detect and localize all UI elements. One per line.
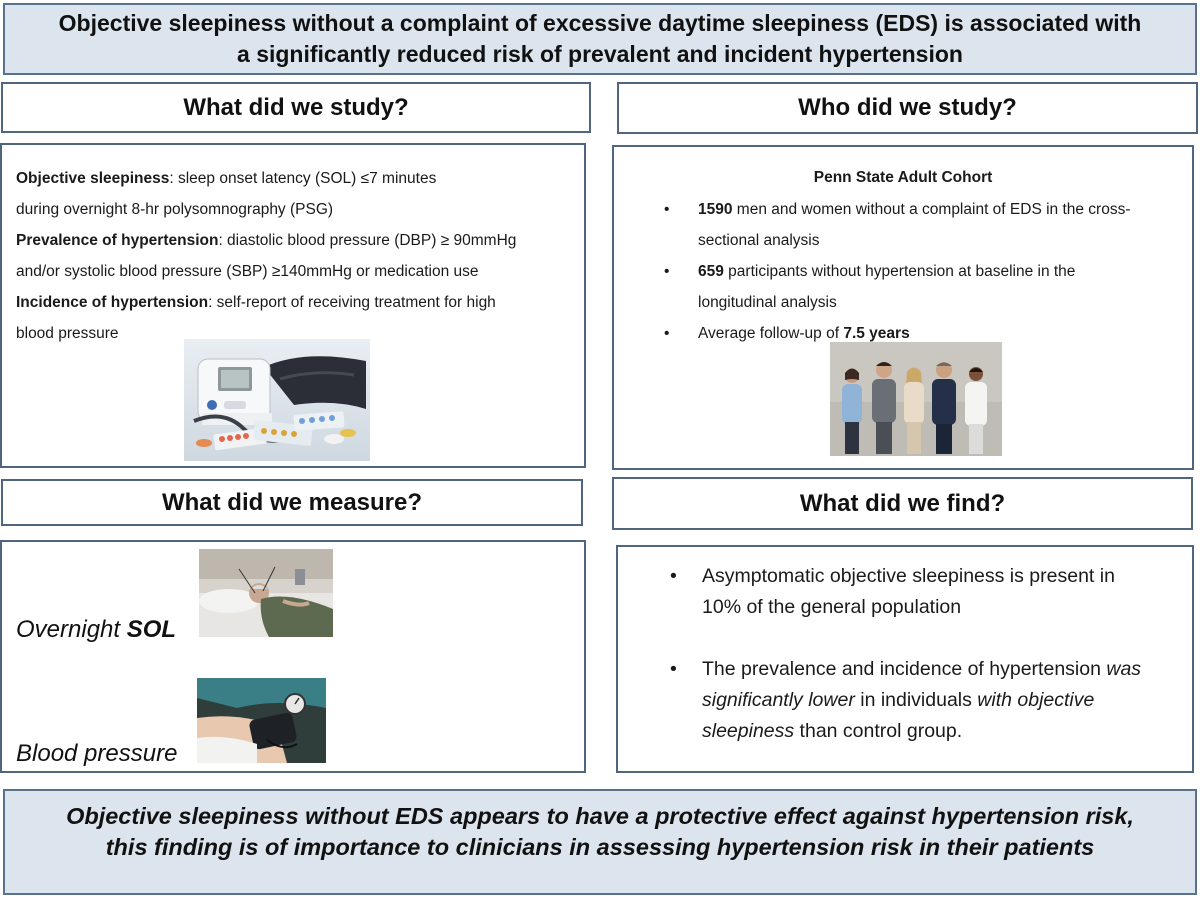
study-item-2: Prevalence of hypertension: diastolic bl… <box>16 225 576 256</box>
measure-panel: Overnight SOL Blood pressure <box>0 540 586 773</box>
study-panel: Objective sleepiness: sleep onset latenc… <box>0 143 586 468</box>
find-bullet-2-em-b: significantly lower <box>702 689 855 711</box>
measure-sol-label: Overnight SOL <box>16 616 176 644</box>
who-heading: Who did we study? <box>617 82 1198 134</box>
bullet-dot: • <box>664 201 670 218</box>
study-heading-text: What did we study? <box>183 93 409 121</box>
study-term-1: Objective sleepiness <box>16 170 170 187</box>
study-term-3: Incidence of hypertension <box>16 294 209 311</box>
find-bullet-2-text-c: than control group. <box>794 720 963 742</box>
find-bullet-2-em-c: with objective <box>977 689 1095 711</box>
bullet-dot: • <box>664 325 670 342</box>
find-bullet-2-text-a: The prevalence and incidence of hyperten… <box>702 658 1107 680</box>
study-text-2a: : diastolic blood pressure (DBP) ≥ 90mmH… <box>218 232 517 249</box>
cohort-name: Penn State Adult Cohort <box>813 169 993 186</box>
study-text-1a: : sleep onset latency (SOL) ≤7 minutes <box>169 170 437 187</box>
who-bullet-2-text-a: participants without hypertension at bas… <box>723 263 1076 280</box>
study-heading: What did we study? <box>1 82 591 133</box>
who-bullet-2-number: 659 <box>698 263 724 280</box>
find-bullet-1-text-a: Asymptomatic objective sleepiness is pre… <box>702 565 1115 587</box>
measure-heading-text: What did we measure? <box>161 488 423 516</box>
find-bullet-1: • Asymptomatic objective sleepiness is p… <box>670 561 1190 623</box>
find-panel: • Asymptomatic objective sleepiness is p… <box>616 545 1194 773</box>
find-bullet-1-text-b: 10% of the general population <box>702 596 962 618</box>
who-bullet-2: • 659 participants without hypertension … <box>660 256 1180 318</box>
who-bullet-3-years: 7.5 years <box>843 325 910 342</box>
bullet-dot: • <box>670 658 677 680</box>
bullet-dot: • <box>664 263 670 280</box>
conclusion-box: Objective sleepiness without EDS appears… <box>3 789 1197 895</box>
who-heading-text: Who did we study? <box>798 94 1017 121</box>
who-bullet-2-text-b: longitudinal analysis <box>698 294 837 311</box>
find-heading-text: What did we find? <box>799 489 1006 517</box>
study-text-2b: and/or systolic blood pressure (SBP) ≥14… <box>16 263 479 280</box>
measure-heading: What did we measure? <box>1 479 583 526</box>
study-definitions: Objective sleepiness: sleep onset latenc… <box>16 163 576 349</box>
who-bullet-list: • 1590 men and women without a complaint… <box>660 194 1180 349</box>
conclusion-line-2: this finding is of importance to clinici… <box>105 834 1095 860</box>
who-bullet-3: • Average follow-up of 7.5 years <box>660 318 1180 349</box>
measure-sol-bold: SOL <box>126 616 177 643</box>
who-bullet-3-text: Average follow-up of <box>698 325 844 342</box>
main-title-line-1: Objective sleepiness without a complaint… <box>58 10 1142 36</box>
who-bullet-1-number: 1590 <box>698 201 733 218</box>
find-bullet-2-em-d: sleepiness <box>702 720 795 742</box>
who-bullet-1: • 1590 men and women without a complaint… <box>660 194 1180 256</box>
find-bullet-2-em-a: was <box>1106 658 1142 680</box>
study-text-3b: blood pressure <box>16 325 119 342</box>
who-bullet-1-text-b: sectional analysis <box>698 232 820 249</box>
study-text-3a: : self-report of receiving treatment for… <box>208 294 496 311</box>
find-bullet-2: • The prevalence and incidence of hypert… <box>670 654 1190 747</box>
bp-monitor-pills-image <box>184 339 370 461</box>
study-item-3: Incidence of hypertension: self-report o… <box>16 287 576 318</box>
study-item-1: Objective sleepiness: sleep onset latenc… <box>16 163 576 194</box>
measure-sol-prefix: Overnight <box>16 616 127 643</box>
bullet-dot: • <box>670 565 677 587</box>
who-panel: Penn State Adult Cohort • 1590 men and w… <box>612 145 1194 470</box>
main-title: Objective sleepiness without a complaint… <box>3 3 1197 75</box>
find-heading: What did we find? <box>612 477 1193 530</box>
main-title-line-2: a significantly reduced risk of prevalen… <box>237 41 963 67</box>
measure-bp-label: Blood pressure <box>16 740 178 767</box>
who-bullet-1-text-a: men and women without a complaint of EDS… <box>732 201 1131 218</box>
find-bullet-list: • Asymptomatic objective sleepiness is p… <box>670 561 1190 778</box>
study-term-2: Prevalence of hypertension <box>16 232 219 249</box>
study-text-1b: during overnight 8-hr polysomnography (P… <box>16 201 334 218</box>
conclusion-line-1: Objective sleepiness without EDS appears… <box>66 803 1134 829</box>
participants-group-image <box>830 342 1002 456</box>
psg-patient-image <box>199 549 333 637</box>
find-bullet-2-text-b: in individuals <box>854 689 978 711</box>
bp-measurement-image <box>197 678 326 763</box>
